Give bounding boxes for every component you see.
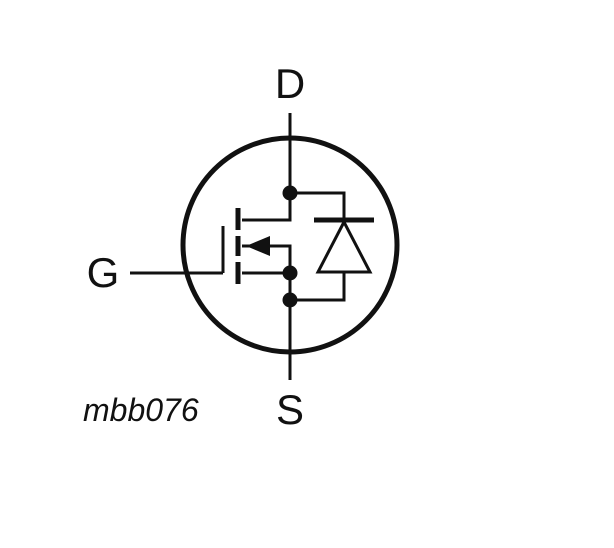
junction-dot-drain bbox=[282, 185, 298, 201]
drain-label: D bbox=[275, 60, 305, 107]
junction-dot-body bbox=[282, 265, 298, 281]
junction-dot-source bbox=[282, 292, 298, 308]
reference-code: mbb076 bbox=[83, 392, 199, 428]
diode-triangle bbox=[315, 218, 373, 274]
body-arrow-icon bbox=[246, 236, 270, 256]
diode-bottom-wire bbox=[290, 272, 346, 302]
gate-label: G bbox=[87, 249, 120, 296]
drain-connection bbox=[242, 193, 292, 222]
source-label: S bbox=[276, 386, 304, 433]
diode-top-wire bbox=[290, 191, 346, 220]
